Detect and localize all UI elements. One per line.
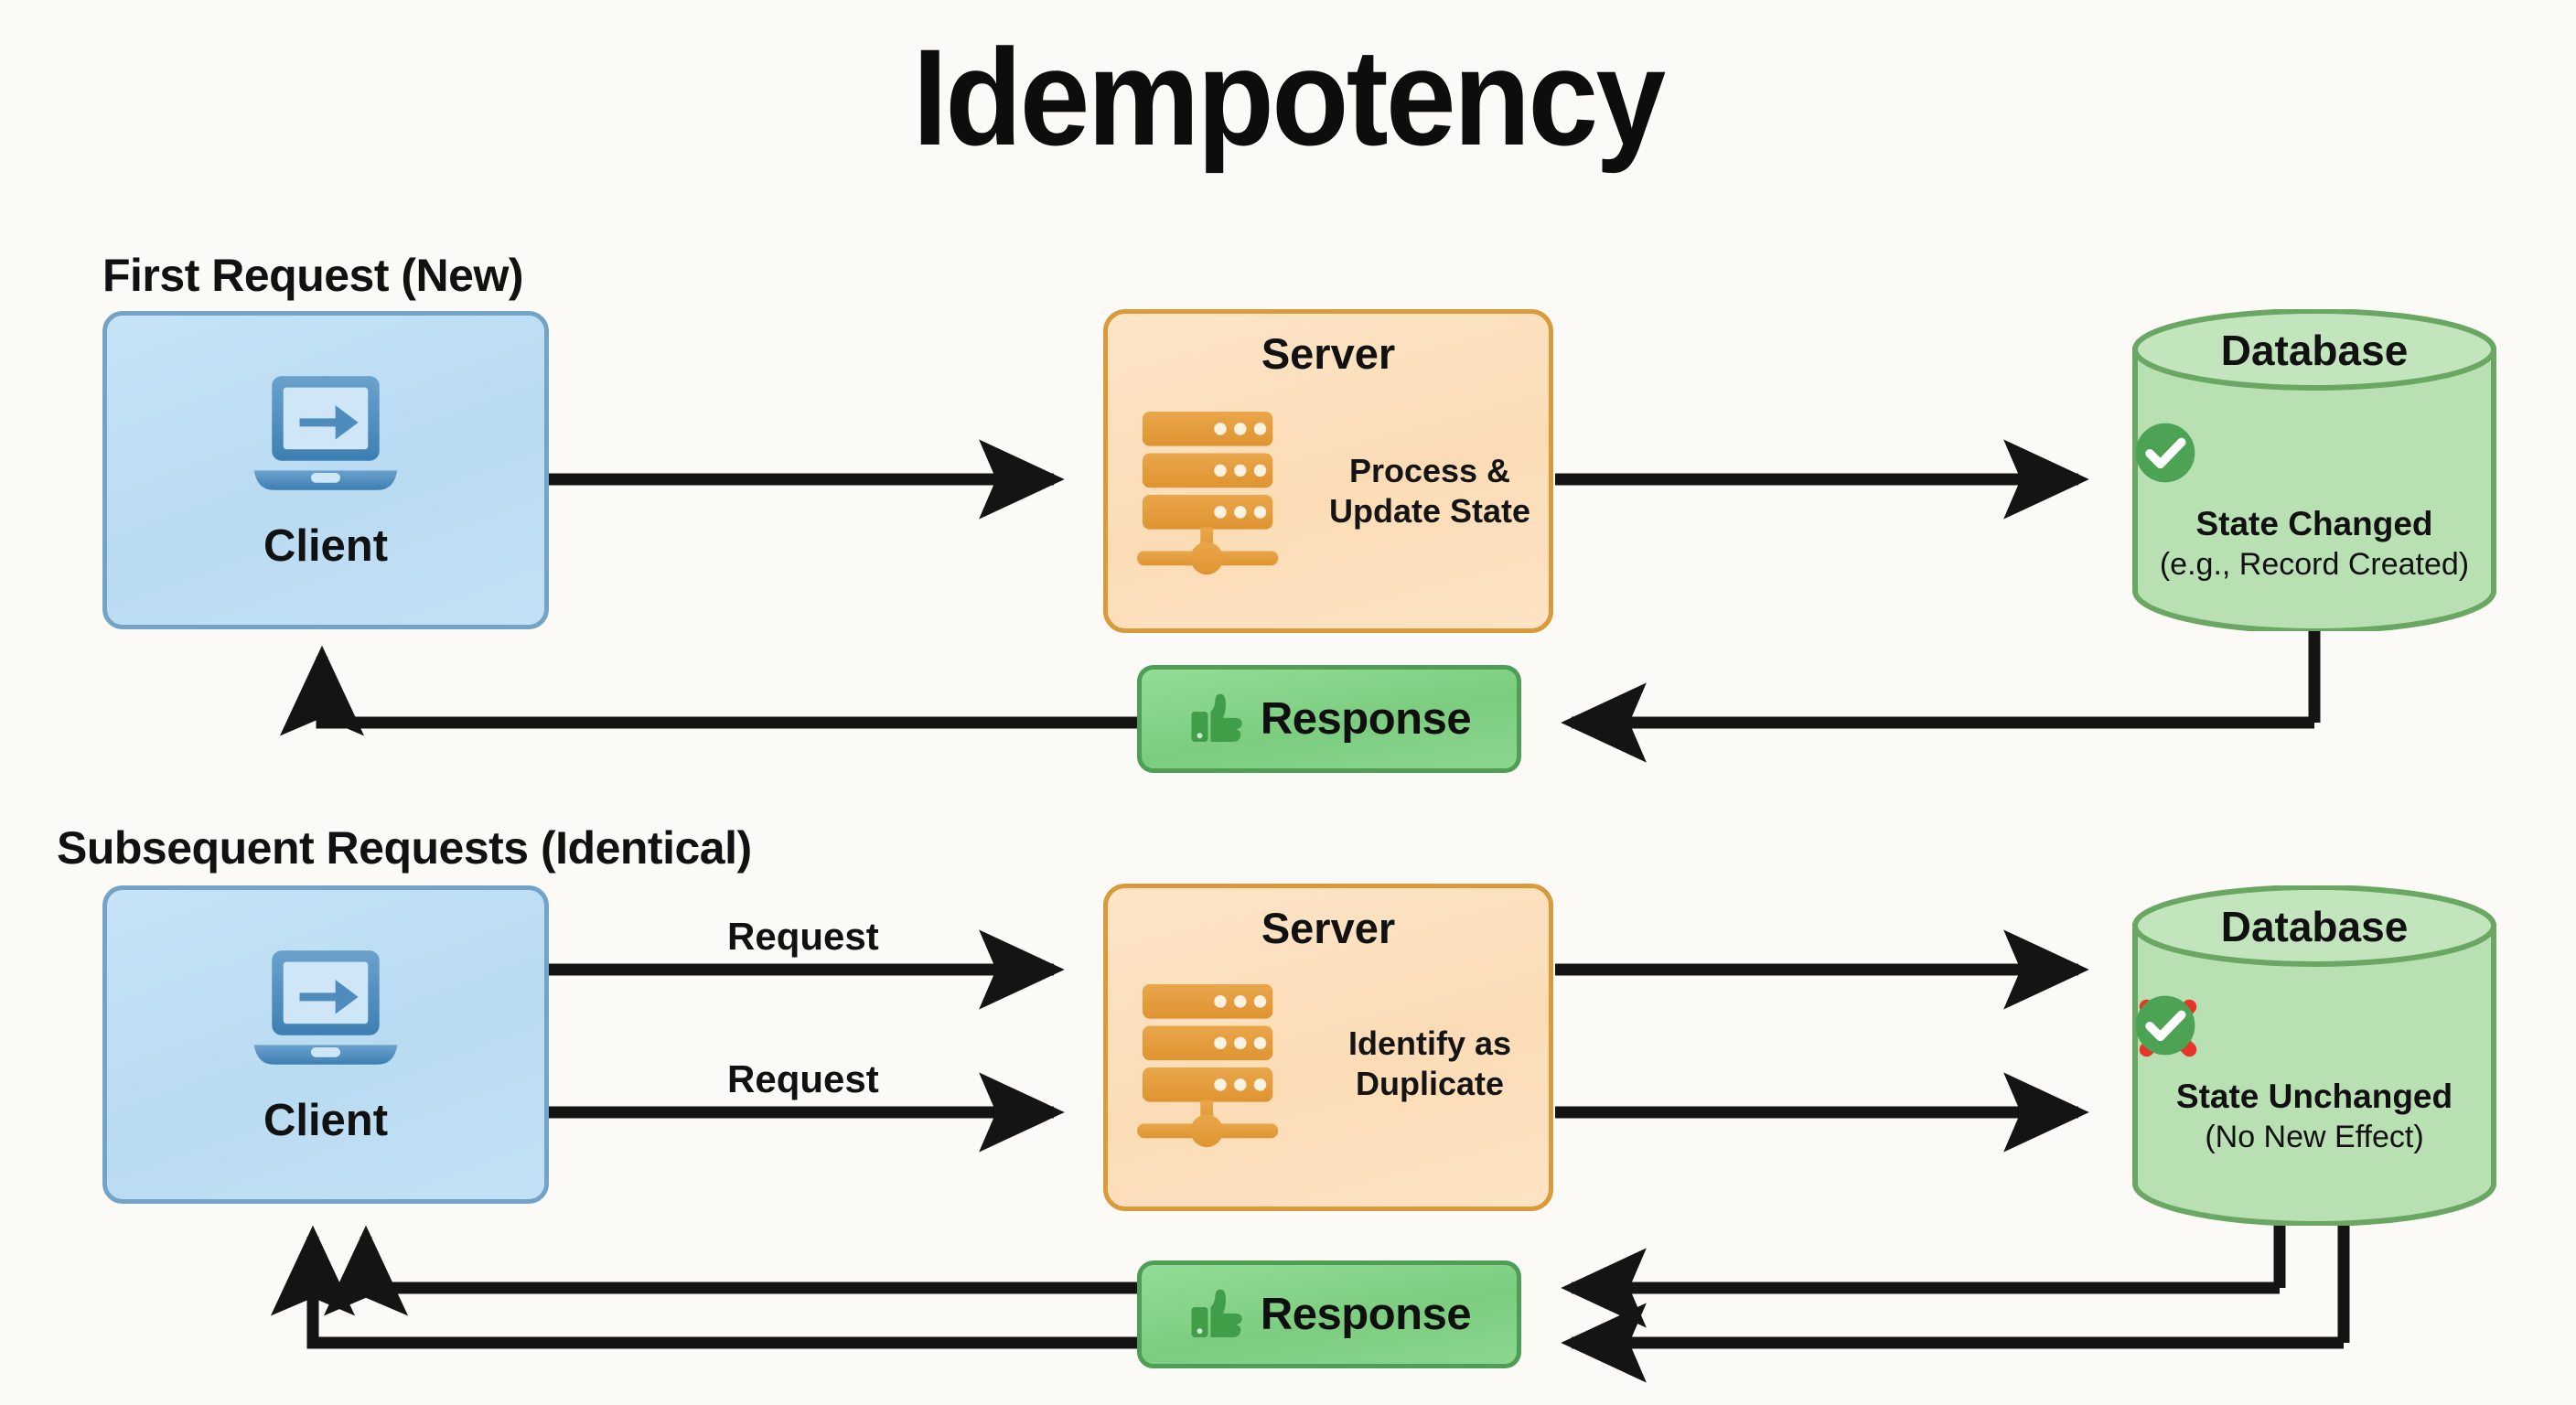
response-badge-row2[interactable]: Response [1137, 1260, 1521, 1368]
server-rack-icon [1137, 407, 1304, 595]
database-status-text-row2: State Unchanged (No New Effect) [2131, 1076, 2497, 1157]
database-status-text-row1: State Changed (e.g., Record Created) [2131, 503, 2497, 585]
server-box-row1[interactable]: Server [1103, 309, 1553, 633]
laptop-with-arrow-icon [244, 944, 407, 1082]
response-badge-row1[interactable]: Response [1137, 665, 1521, 773]
cylinder-shape-icon [2132, 885, 2496, 1226]
database-status-bold-row1: State Changed [2195, 505, 2433, 542]
edge-label-request-row2-a: Request [727, 915, 879, 958]
server-description-row1: Process & Update State [1316, 451, 1543, 531]
client-label-row1: Client [263, 520, 389, 571]
section-heading-first-request: First Request (New) [102, 250, 524, 301]
laptop-with-arrow-icon [244, 370, 407, 508]
server-description-line2-row1: Update State [1328, 491, 1531, 530]
arrow-response-to-client-row2-a [323, 1225, 1137, 1316]
client-box-row1[interactable]: Client [102, 311, 549, 629]
cylinder-shape-icon [2132, 309, 2496, 631]
thumbs-up-icon [1187, 1282, 1248, 1347]
edge-label-request-row2-b: Request [727, 1057, 879, 1100]
server-description-line1-row2: Identify as [1347, 1024, 1512, 1062]
server-description-line1-row1: Process & [1348, 452, 1511, 489]
database-title-row2: Database [2220, 903, 2409, 950]
server-rack-icon [1137, 980, 1304, 1167]
server-title-row1: Server [1261, 329, 1396, 378]
response-label-row2: Response [1260, 1290, 1472, 1339]
database-status-plain-row2: (No New Effect) [2205, 1120, 2424, 1155]
database-cylinder-row1[interactable]: Database State Changed (e.g., Record Cre… [2131, 309, 2497, 631]
client-box-row2[interactable]: Client [102, 885, 549, 1204]
server-box-row2[interactable]: Server [1103, 884, 1553, 1211]
database-cylinder-row2[interactable]: Database State Unchanged (No New Effect) [2131, 885, 2497, 1226]
server-title-row2: Server [1261, 904, 1396, 952]
section-heading-subsequent-requests: Subsequent Requests (Identical) [57, 822, 752, 874]
server-description-line2-row2: Duplicate [1355, 1064, 1505, 1102]
page-title: Idempotency [912, 20, 1667, 174]
database-status-bold-row2: State Unchanged [2175, 1078, 2453, 1115]
response-label-row1: Response [1260, 694, 1472, 744]
database-status-plain-row1: (e.g., Record Created) [2159, 547, 2470, 583]
arrow-response-to-client-row1 [279, 645, 1137, 736]
server-description-row2: Identify as Duplicate [1316, 1024, 1543, 1104]
client-label-row2: Client [263, 1095, 389, 1145]
thumbs-up-icon [1187, 687, 1248, 752]
database-title-row1: Database [2220, 327, 2409, 374]
arrow-response-to-client-row2-b [270, 1225, 1137, 1349]
